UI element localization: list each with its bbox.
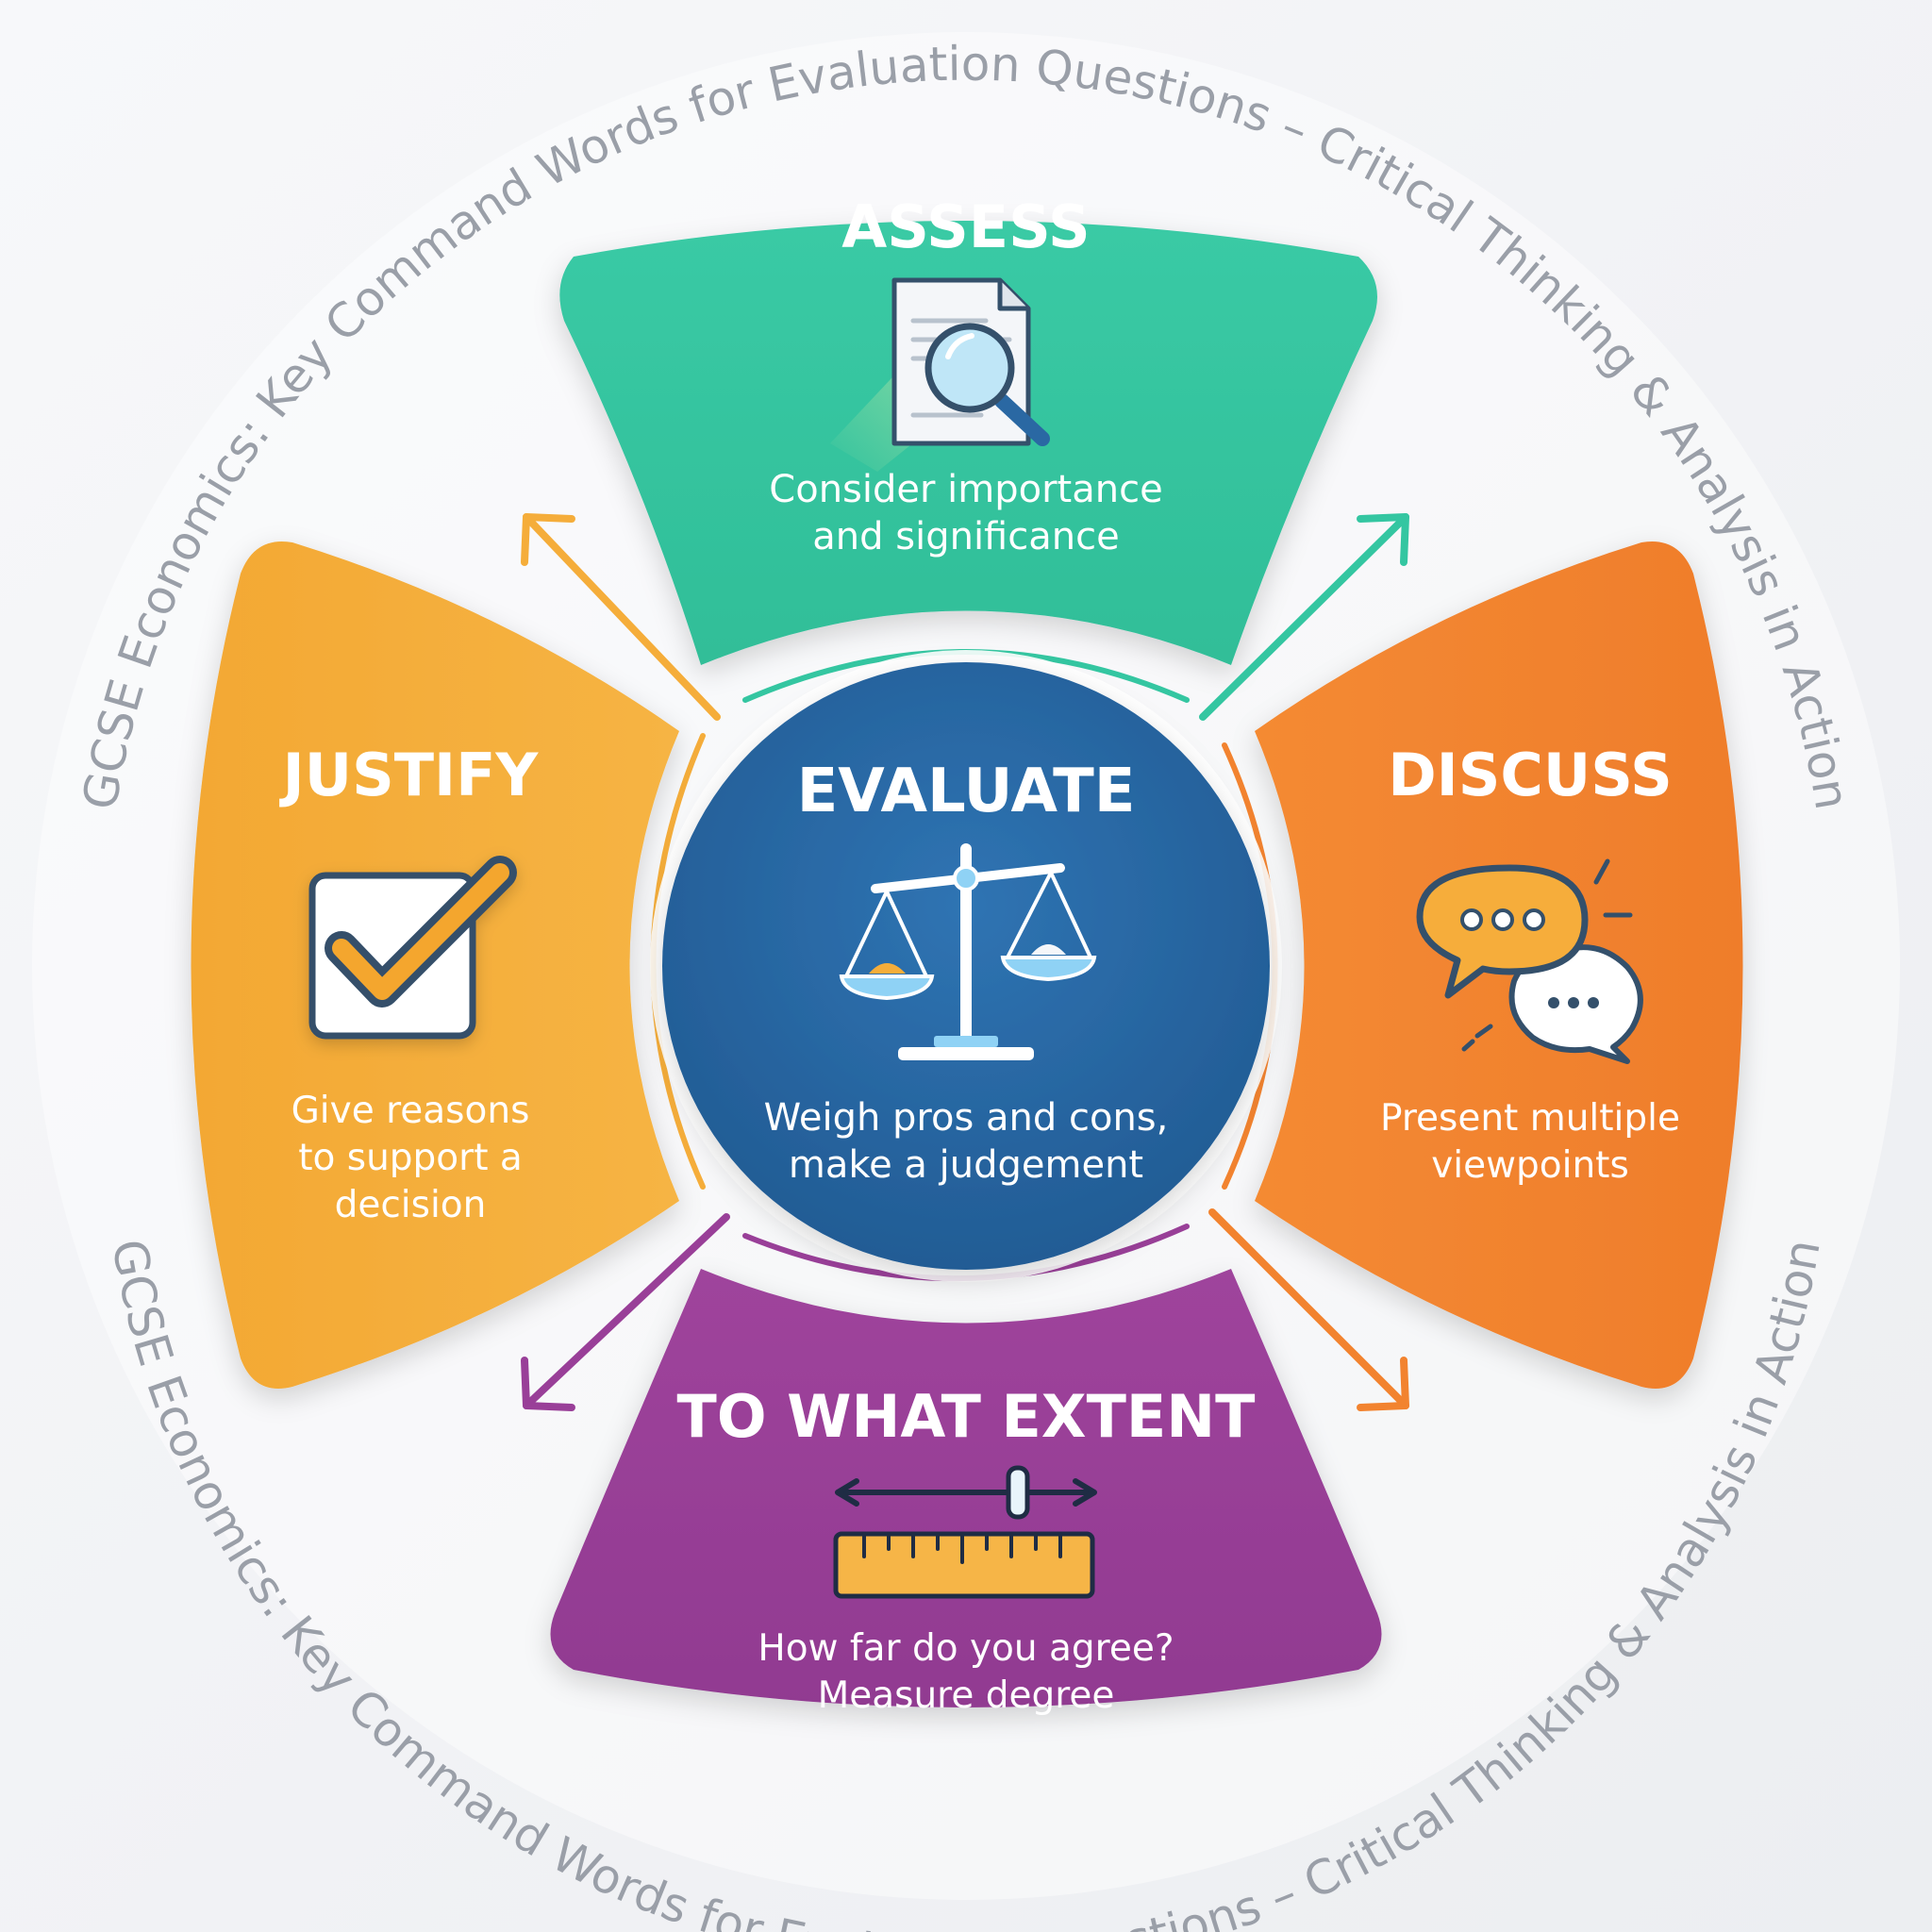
arrow-down-left xyxy=(521,1213,730,1411)
discuss-title: DISCUSS xyxy=(1388,741,1673,809)
evaluate-title: EVALUATE xyxy=(797,757,1136,826)
arrow-down-right xyxy=(1208,1208,1409,1411)
justify-desc-line2: to support a xyxy=(298,1137,523,1179)
arrow-up-left xyxy=(521,513,721,721)
justify-desc-line1: Give reasons xyxy=(291,1090,530,1132)
evaluate-desc-line1: Weigh pros and cons, xyxy=(764,1096,1169,1140)
checkbox-check-icon xyxy=(308,856,517,1040)
assess-desc-line2: and significance xyxy=(812,515,1119,558)
justify-desc-line3: decision xyxy=(335,1184,487,1226)
assess-title: ASSESS xyxy=(841,192,1090,261)
petal-extent xyxy=(550,1269,1382,1707)
assess-desc-line1: Consider importance xyxy=(769,468,1162,511)
discuss-desc-line1: Present multiple xyxy=(1380,1097,1680,1140)
arrows xyxy=(521,513,1409,1411)
document-magnifier-icon xyxy=(830,277,1050,472)
balance-scale-icon xyxy=(839,843,1097,1060)
evaluate-desc-line2: make a judgement xyxy=(789,1143,1143,1187)
ruler-slider-icon xyxy=(833,1465,1097,1599)
extent-desc-line2: Measure degree xyxy=(818,1674,1115,1717)
extent-desc-line1: How far do you agree? xyxy=(758,1627,1174,1670)
discuss-desc-line2: viewpoints xyxy=(1431,1144,1629,1187)
arrow-up-right xyxy=(1199,513,1409,721)
extent-title: TO WHAT EXTENT xyxy=(677,1382,1256,1451)
justify-title: JUSTIFY xyxy=(279,741,540,809)
speech-bubbles-icon xyxy=(1416,858,1643,1064)
